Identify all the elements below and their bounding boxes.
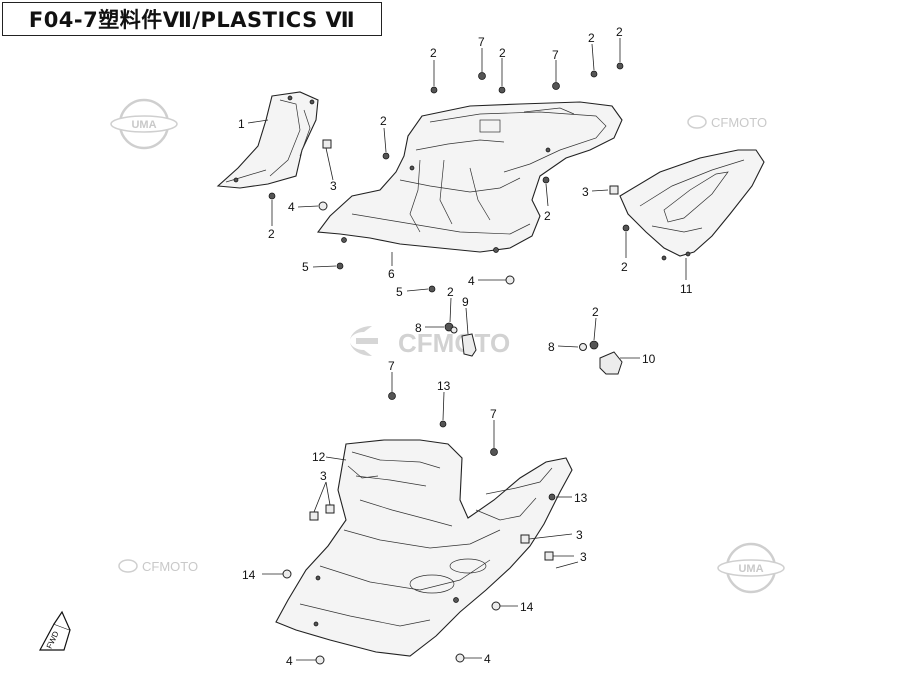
diagram-title: F04-7塑料件Ⅶ/PLASTICS Ⅶ bbox=[28, 8, 356, 32]
part-9-clip bbox=[461, 333, 477, 357]
callout-3-b: 3 bbox=[582, 185, 589, 199]
callout-2-c: 2 bbox=[588, 31, 595, 45]
fwd-direction-arrow: FWD bbox=[38, 610, 71, 651]
callout-2-b: 2 bbox=[499, 46, 506, 60]
callout-2-e: 2 bbox=[380, 114, 387, 128]
callout-7-c: 7 bbox=[388, 359, 395, 373]
uma-logo-left-text: UMA bbox=[131, 119, 156, 131]
callout-13-b: 13 bbox=[574, 491, 588, 505]
callout-2-a: 2 bbox=[430, 46, 437, 60]
callout-3-e: 3 bbox=[580, 550, 587, 564]
callout-4-b: 4 bbox=[468, 274, 475, 288]
callout-12: 12 bbox=[312, 450, 326, 464]
fasteners-lower bbox=[282, 392, 556, 665]
callout-2-f: 2 bbox=[268, 227, 275, 241]
part-11-right-side-cover bbox=[619, 149, 765, 261]
callout-14-a: 14 bbox=[242, 568, 256, 582]
callout-9: 9 bbox=[462, 295, 469, 309]
part-1-left-side-cover bbox=[216, 91, 319, 189]
uma-logo-right: UMA bbox=[717, 542, 785, 594]
cfmoto-logo-bottom-left-text: CFMOTO bbox=[142, 559, 198, 574]
callout-7-b: 7 bbox=[552, 48, 559, 62]
part-12-floor-tray bbox=[275, 439, 573, 657]
part-6-center-inner-tray bbox=[316, 101, 623, 253]
callout-10: 10 bbox=[642, 352, 656, 366]
fasteners-upper bbox=[268, 62, 630, 293]
callout-4-c: 4 bbox=[286, 654, 293, 668]
part-8-grommet-mid-right bbox=[579, 343, 587, 351]
callout-8-a: 8 bbox=[415, 321, 422, 335]
callout-3-d: 3 bbox=[576, 528, 583, 542]
callout-8-b: 8 bbox=[548, 340, 555, 354]
callout-7-d: 7 bbox=[490, 407, 497, 421]
part-2-clip-mid-right bbox=[589, 340, 599, 350]
callout-2-j: 2 bbox=[592, 305, 599, 319]
callout-5-a: 5 bbox=[302, 260, 309, 274]
cfmoto-logo-top-right-text: CFMOTO bbox=[711, 115, 767, 130]
callout-3-c: 3 bbox=[320, 469, 327, 483]
callout-14-b: 14 bbox=[520, 600, 534, 614]
callout-labels: 1 2 7 2 7 2 2 2 3 2 4 5 6 5 4 2 3 2 11 2… bbox=[238, 25, 693, 668]
callout-13-a: 13 bbox=[437, 379, 451, 393]
callout-2-d: 2 bbox=[616, 25, 623, 39]
uma-logo-right-text: UMA bbox=[738, 563, 763, 575]
callout-2-g: 2 bbox=[544, 209, 551, 223]
callout-1: 1 bbox=[238, 117, 245, 131]
leader-lines bbox=[247, 38, 687, 661]
cfmoto-logo-center: CFMOTO bbox=[350, 326, 510, 358]
callout-4-a: 4 bbox=[288, 200, 295, 214]
callout-6: 6 bbox=[388, 267, 395, 281]
callout-2-i: 2 bbox=[447, 285, 454, 299]
callout-5-b: 5 bbox=[396, 285, 403, 299]
cfmoto-logo-top-right: CFMOTO bbox=[687, 115, 767, 130]
diagram-title-box: F04-7塑料件Ⅶ/PLASTICS Ⅶ bbox=[2, 2, 382, 36]
cfmoto-logo-bottom-left: CFMOTO bbox=[118, 559, 198, 574]
callout-11: 11 bbox=[680, 282, 693, 296]
callout-2-h: 2 bbox=[621, 260, 628, 274]
part-10-bracket bbox=[599, 351, 623, 375]
callout-4-d: 4 bbox=[484, 652, 491, 666]
callout-3-a: 3 bbox=[330, 179, 337, 193]
callout-7-a: 7 bbox=[478, 35, 485, 49]
uma-logo-left: UMA bbox=[110, 98, 178, 150]
part-8-grommet-mid-left bbox=[450, 326, 458, 334]
